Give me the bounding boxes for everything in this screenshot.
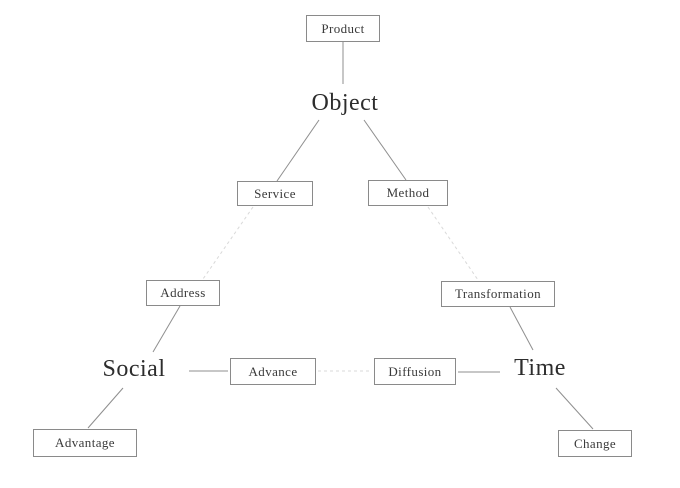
node-object-label: Object: [311, 90, 379, 116]
edge-social-advantage: [87, 387, 124, 429]
edge-address-social: [152, 305, 181, 353]
edge-object-method: [363, 119, 407, 181]
node-diffusion: Diffusion: [374, 358, 456, 385]
node-time-label: Time: [514, 355, 566, 381]
node-method: Method: [368, 180, 448, 206]
node-advantage: Advantage: [33, 429, 137, 457]
node-transformation: Transformation: [441, 281, 555, 307]
edge-time-change: [555, 387, 594, 430]
edge-transformation-time: [509, 306, 534, 351]
node-service: Service: [237, 181, 313, 206]
node-change: Change: [558, 430, 632, 457]
node-address: Address: [146, 280, 220, 306]
edge-method-transformation: [427, 206, 479, 281]
node-social-label: Social: [102, 356, 166, 382]
edge-object-service: [276, 119, 320, 182]
edge-service-address: [202, 206, 254, 280]
node-product: Product: [306, 15, 380, 42]
node-advance: Advance: [230, 358, 316, 385]
